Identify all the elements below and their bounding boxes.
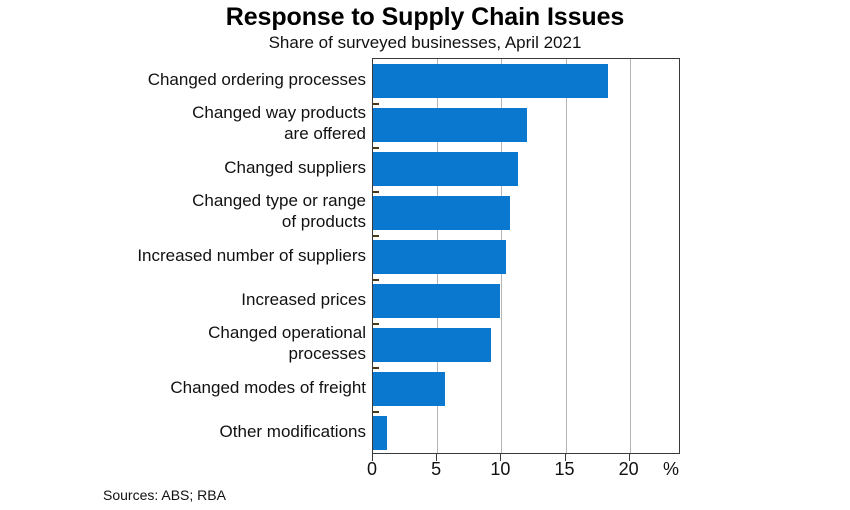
- category-label-line: of products: [281, 212, 366, 231]
- category-label: Increased prices: [40, 289, 366, 310]
- category-label-line: Changed operational: [208, 323, 366, 342]
- category-tick: [373, 323, 379, 325]
- category-tick: [373, 191, 379, 193]
- category-label-line: Changed modes of freight: [170, 377, 366, 397]
- category-tick: [373, 147, 379, 149]
- x-axis-unit-label: %: [663, 459, 680, 479]
- category-tick: [373, 367, 379, 369]
- category-tick: [373, 235, 379, 237]
- category-label: Changed ordering processes: [40, 69, 366, 90]
- category-label-line: Increased number of suppliers: [137, 245, 366, 265]
- category-label-line: Changed ordering processes: [147, 69, 366, 89]
- x-tick-label-15: 15: [554, 459, 575, 479]
- x-tick-mark-5: [436, 454, 438, 461]
- x-tick-mark-15: [564, 454, 566, 461]
- chart-title: Response to Supply Chain Issues: [225, 3, 625, 31]
- bar: [373, 64, 608, 98]
- category-label: Other modifications: [40, 421, 366, 442]
- sources-note: Sources: ABS; RBA: [103, 487, 226, 503]
- bar: [373, 196, 511, 230]
- x-tick-mark-20: [628, 454, 630, 461]
- category-label: Changed way products are offered: [40, 102, 366, 144]
- x-tick-label-10: 10: [490, 459, 511, 479]
- category-label-line: Changed type or range: [192, 191, 366, 210]
- category-label-line: processes: [288, 344, 366, 363]
- x-tick-label-5: 5: [431, 459, 442, 479]
- gridline-15: [565, 59, 567, 453]
- bar: [373, 240, 507, 274]
- bar: [373, 108, 527, 142]
- category-label: Changed modes of freight: [40, 377, 366, 398]
- x-tick-label-0: 0: [366, 459, 377, 479]
- bar: [373, 328, 492, 362]
- bar: [373, 416, 388, 450]
- category-tick: [373, 411, 379, 413]
- category-label: Changed type or range of products: [40, 190, 366, 232]
- category-tick: [373, 279, 379, 281]
- category-label-line: Other modifications: [219, 421, 366, 441]
- bar: [373, 372, 445, 406]
- gridline-20: [629, 59, 631, 453]
- category-tick: [373, 103, 379, 105]
- x-tick-mark-0: [372, 454, 373, 461]
- category-label: Changed operational processes: [40, 322, 366, 364]
- category-label: Changed suppliers: [40, 157, 366, 178]
- category-label-line: Changed way products: [192, 103, 366, 122]
- bar: [373, 152, 519, 186]
- chart-subtitle: Share of surveyed businesses, April 2021: [268, 33, 582, 52]
- bar: [373, 284, 501, 318]
- x-tick-mark-10: [500, 454, 502, 461]
- category-label-line: are offered: [284, 124, 366, 143]
- category-label-line: Changed suppliers: [224, 157, 366, 177]
- plot-area: [372, 58, 680, 454]
- x-tick-label-20: 20: [618, 459, 639, 479]
- category-label-line: Increased prices: [241, 289, 366, 309]
- category-label: Increased number of suppliers: [40, 245, 366, 266]
